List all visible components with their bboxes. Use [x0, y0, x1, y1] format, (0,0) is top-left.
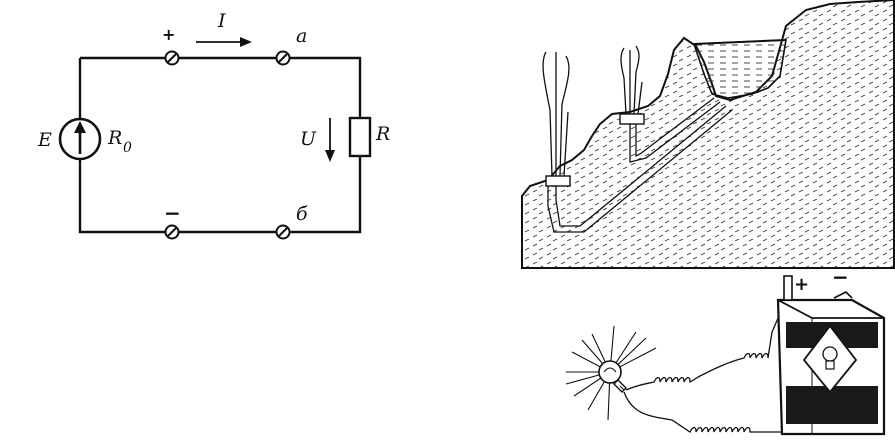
voltage-arrow	[325, 118, 335, 162]
lake-water	[692, 39, 787, 99]
current-arrow	[196, 37, 252, 47]
internal-resistance-subscript: 0	[123, 140, 132, 156]
minus-sign: −	[164, 201, 181, 225]
fountain-right	[619, 45, 645, 125]
terminal-plus	[164, 50, 180, 66]
emf-label: E	[37, 129, 52, 151]
battery-plus-sign: +	[794, 274, 809, 295]
mountain-rock	[521, 0, 895, 269]
battery	[776, 275, 886, 436]
voltage-label: U	[300, 128, 317, 150]
terminal-b	[275, 224, 291, 240]
load-label: R	[375, 123, 390, 145]
emf-source	[58, 117, 102, 161]
terminal-a	[275, 50, 291, 66]
fountain-left	[542, 51, 571, 187]
terminal-b-label: б	[296, 203, 308, 225]
terminal-minus	[164, 224, 180, 240]
coiled-wire-bottom	[623, 391, 837, 435]
terminal-a-label: a	[296, 25, 307, 47]
current-label: I	[217, 10, 226, 32]
internal-resistance-label: R	[107, 127, 122, 149]
water-pipes	[547, 97, 733, 233]
light-bulb	[598, 360, 627, 393]
battery-minus-sign: −	[832, 265, 849, 289]
load-resistor	[348, 116, 372, 158]
battery-lamp-illustration: + −	[565, 265, 886, 436]
circuit-diagram: E R 0 R + − a б I	[37, 10, 390, 240]
plus-sign: +	[162, 25, 175, 44]
coiled-wire-top	[625, 299, 787, 391]
water-analogy-illustration	[521, 0, 895, 269]
